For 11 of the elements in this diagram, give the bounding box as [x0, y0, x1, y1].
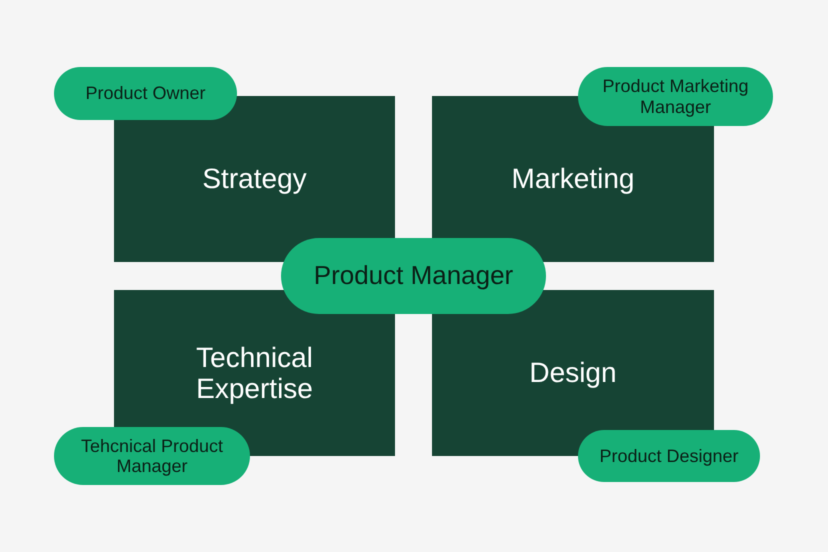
panel-title: Design [529, 357, 617, 389]
panel-title: Marketing [512, 163, 634, 195]
role-label: Product Manager [314, 261, 514, 291]
role-label: Product Owner [85, 83, 206, 104]
role-pill [578, 430, 760, 482]
role-label: Tehcnical Product Manager [80, 436, 224, 476]
panel-title: Strategy [202, 163, 307, 195]
panel-title: Technical Expertise [195, 342, 314, 404]
role-pill [54, 67, 237, 120]
role-label: Product Designer [599, 446, 739, 466]
role-label: Product Marketing Manager [601, 76, 750, 117]
